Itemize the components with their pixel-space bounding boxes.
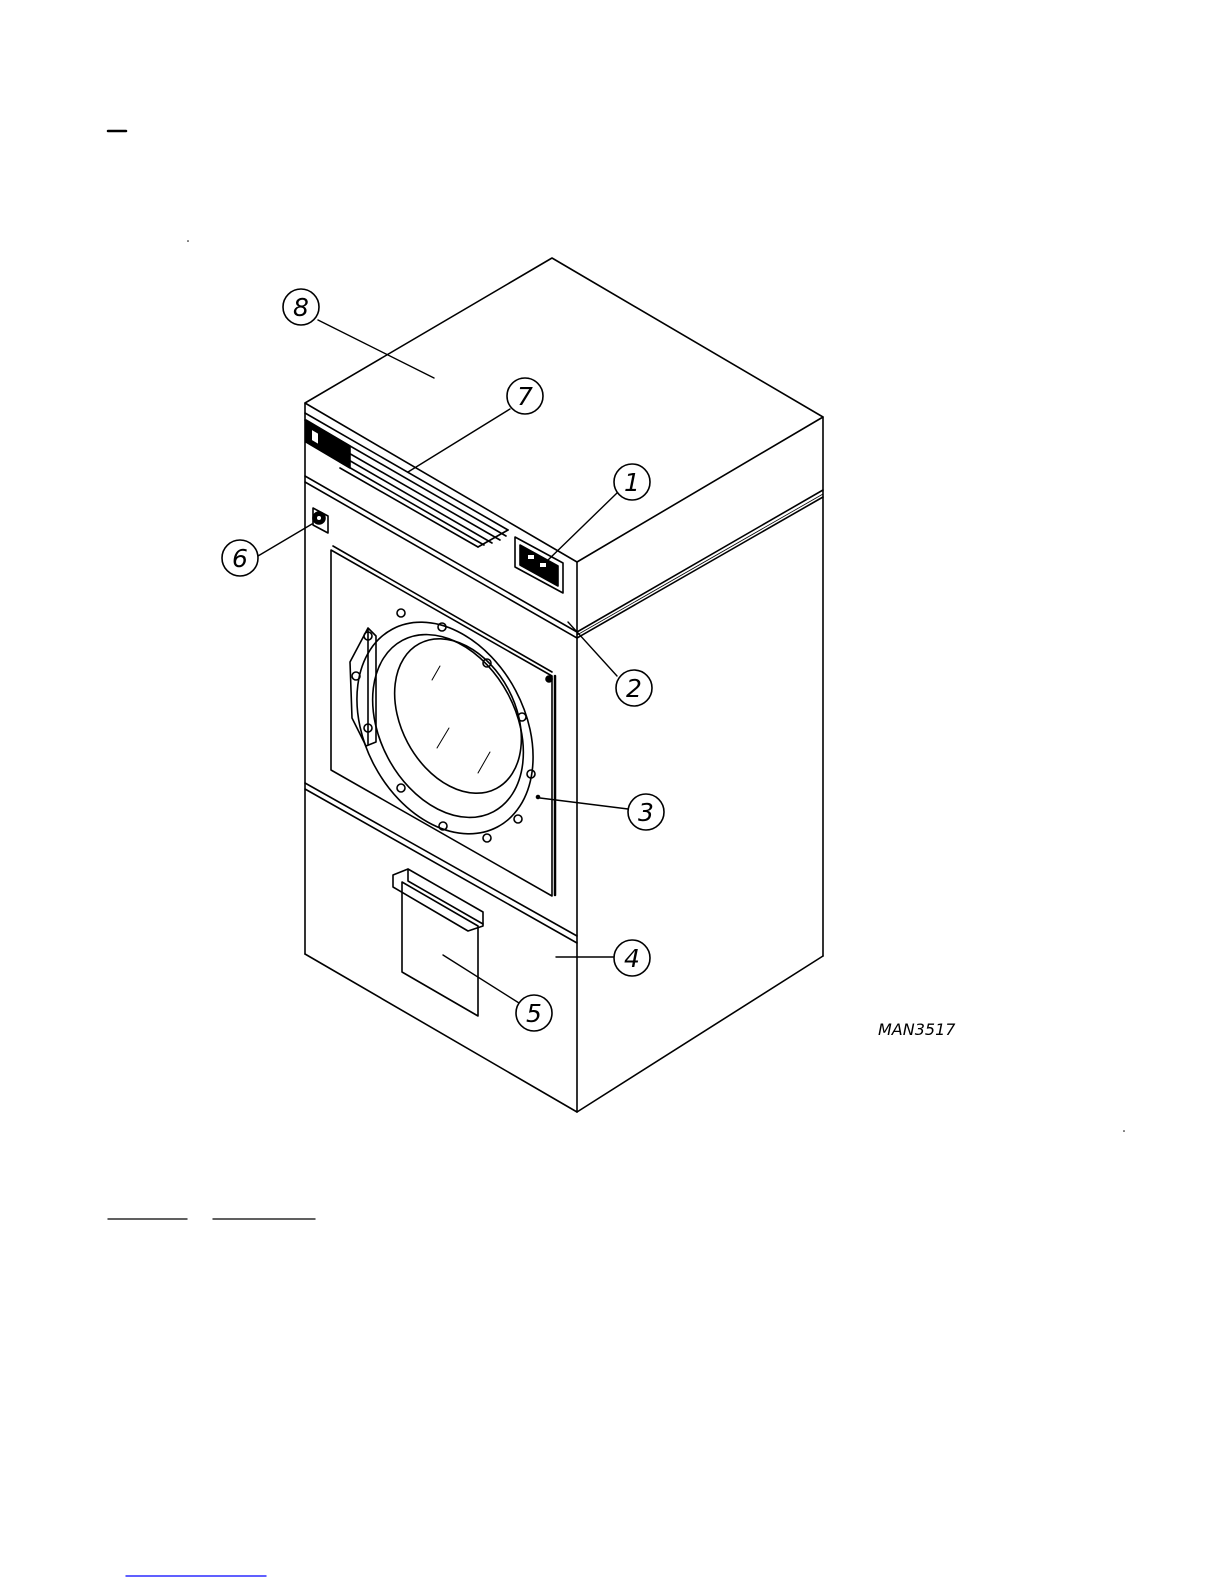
callout-2: 2 xyxy=(616,670,652,706)
door-bolt xyxy=(546,676,552,682)
callout-8-label: 8 xyxy=(293,293,309,322)
lint-drawer xyxy=(393,869,483,1016)
leader-line-7 xyxy=(408,409,510,472)
leader-line-2 xyxy=(568,622,617,676)
trim-band-side-3 xyxy=(577,494,823,635)
callout-7-label: 7 xyxy=(517,382,533,411)
callout-1-label: 1 xyxy=(624,468,640,497)
indicator-module xyxy=(515,537,563,593)
glass-glint-3 xyxy=(478,752,490,773)
switch-button-center xyxy=(317,516,321,520)
loading-door-assembly xyxy=(322,546,568,896)
speck-2 xyxy=(1123,1130,1125,1132)
callout-5-label: 5 xyxy=(526,999,542,1028)
door-bolt xyxy=(514,815,522,823)
callout-4: 4 xyxy=(614,940,650,976)
front-face-edge-bottom xyxy=(305,954,577,1112)
callout-3: 3 xyxy=(628,794,664,830)
reference-code: MAN3517 xyxy=(878,1020,956,1039)
callout-6: 6 xyxy=(222,540,258,576)
trim-band-side-2 xyxy=(577,497,823,638)
mid-rail-2 xyxy=(305,789,577,943)
callout-8: 8 xyxy=(283,289,319,325)
callout-6-label: 6 xyxy=(232,544,248,573)
callout-1: 1 xyxy=(614,464,650,500)
callout-3-label: 3 xyxy=(638,798,654,827)
indicator-window-2 xyxy=(540,563,546,567)
door-bolt xyxy=(397,784,405,792)
callout-5: 5 xyxy=(516,995,552,1031)
side-panel-edge-bottom xyxy=(577,956,823,1112)
leader-line-5 xyxy=(443,955,519,1003)
door-panel-shadow-top xyxy=(333,546,552,672)
leader-line-1 xyxy=(547,493,617,561)
callout-7: 7 xyxy=(507,378,543,414)
leader-line-3 xyxy=(540,798,628,809)
porthole-glass xyxy=(369,617,547,815)
leader-line-6 xyxy=(258,524,312,556)
glass-glint-2 xyxy=(437,728,449,748)
callout-bubbles: 1 2 3 4 5 6 7 8 xyxy=(222,289,664,1031)
control-strip-line-3 xyxy=(340,448,500,540)
callout-4-label: 4 xyxy=(624,944,640,973)
control-strip-end xyxy=(478,530,508,547)
indicator-window-1 xyxy=(528,555,534,559)
leader-line-8 xyxy=(318,320,434,378)
door-bolt xyxy=(397,609,405,617)
mid-rail-1 xyxy=(305,783,577,936)
porthole-ring-outer xyxy=(322,592,568,865)
door-switch xyxy=(313,508,328,533)
glass-glint-1 xyxy=(432,666,440,680)
logo-block xyxy=(306,420,350,468)
top-panel xyxy=(305,258,823,562)
callout-2-label: 2 xyxy=(626,674,642,703)
cabinet xyxy=(305,258,823,1112)
trim-band-side xyxy=(577,490,823,632)
control-strip-line-1 xyxy=(305,413,508,530)
speck-1 xyxy=(187,240,189,242)
door-pointer-dot xyxy=(537,796,540,799)
control-panel xyxy=(305,413,508,547)
door-bolt xyxy=(483,834,491,842)
